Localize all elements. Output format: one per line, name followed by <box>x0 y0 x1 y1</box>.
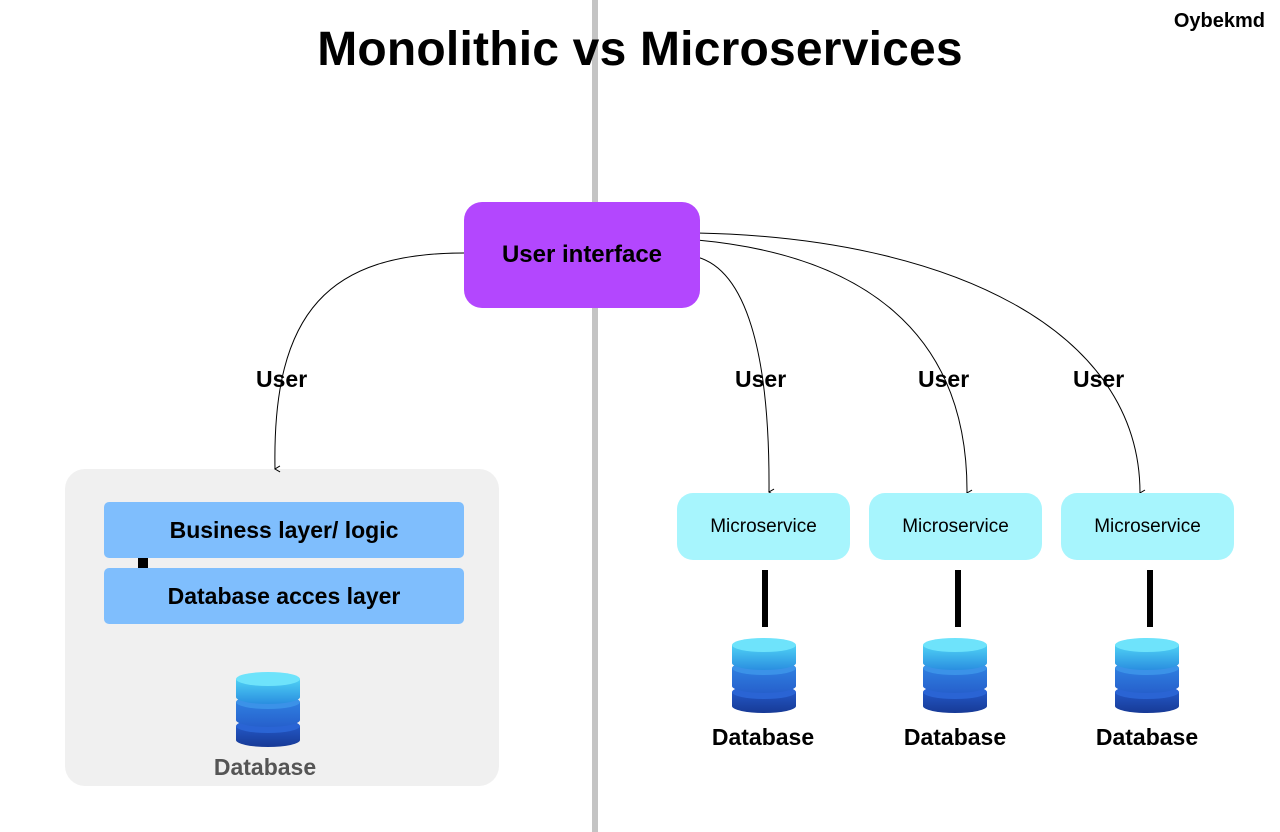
microservice-label-3: Microservice <box>1094 515 1201 537</box>
microservice-label-2: Microservice <box>902 515 1009 537</box>
microservice-db-link-1 <box>762 570 768 627</box>
microservice-database-label-3: Database <box>1095 724 1199 750</box>
user-interface-box: User interface <box>464 202 700 308</box>
user-interface-label: User interface <box>501 241 663 268</box>
microservice-box-1: Microservice <box>677 493 850 560</box>
diagram-title: Monolithic vs Microservices <box>317 23 963 76</box>
layer-connector <box>138 558 148 568</box>
edge-label-user-microservice-1: User <box>735 366 787 392</box>
edge-label-user-microservice-3: User <box>1073 366 1125 392</box>
microservice-db-link-2 <box>955 570 961 627</box>
arrow-ui-to-monolith <box>274 252 465 473</box>
database-icon <box>236 672 300 747</box>
arrow-ui-to-microservice-2 <box>696 239 973 497</box>
microservice-db-link-3 <box>1147 570 1153 627</box>
edge-label-user-monolith: User <box>256 366 308 392</box>
business-layer-label: Business layer/ logic <box>169 516 399 543</box>
business-layer: Business layer/ logic <box>104 502 464 558</box>
microservice-box-2: Microservice <box>869 493 1042 560</box>
microservice-database-label-1: Database <box>711 724 815 750</box>
vertical-divider <box>592 0 598 832</box>
microservice-database-label-2: Database <box>903 724 1007 750</box>
edge-label-user-microservice-2: User <box>918 366 970 392</box>
microservice-box-3: Microservice <box>1061 493 1234 560</box>
microservice-label-1: Microservice <box>710 515 817 537</box>
arrow-ui-to-microservice-3 <box>696 232 1146 497</box>
database-icon <box>923 638 987 713</box>
database-icon <box>1115 638 1179 713</box>
author-credit: Oybekmd <box>1173 10 1265 32</box>
database-access-layer-label: Database acces layer <box>167 582 401 609</box>
database-icon <box>732 638 796 713</box>
arrow-ui-to-microservice-1 <box>696 256 775 496</box>
monolith-database-label: Database <box>213 754 317 780</box>
database-access-layer: Database acces layer <box>104 568 464 624</box>
